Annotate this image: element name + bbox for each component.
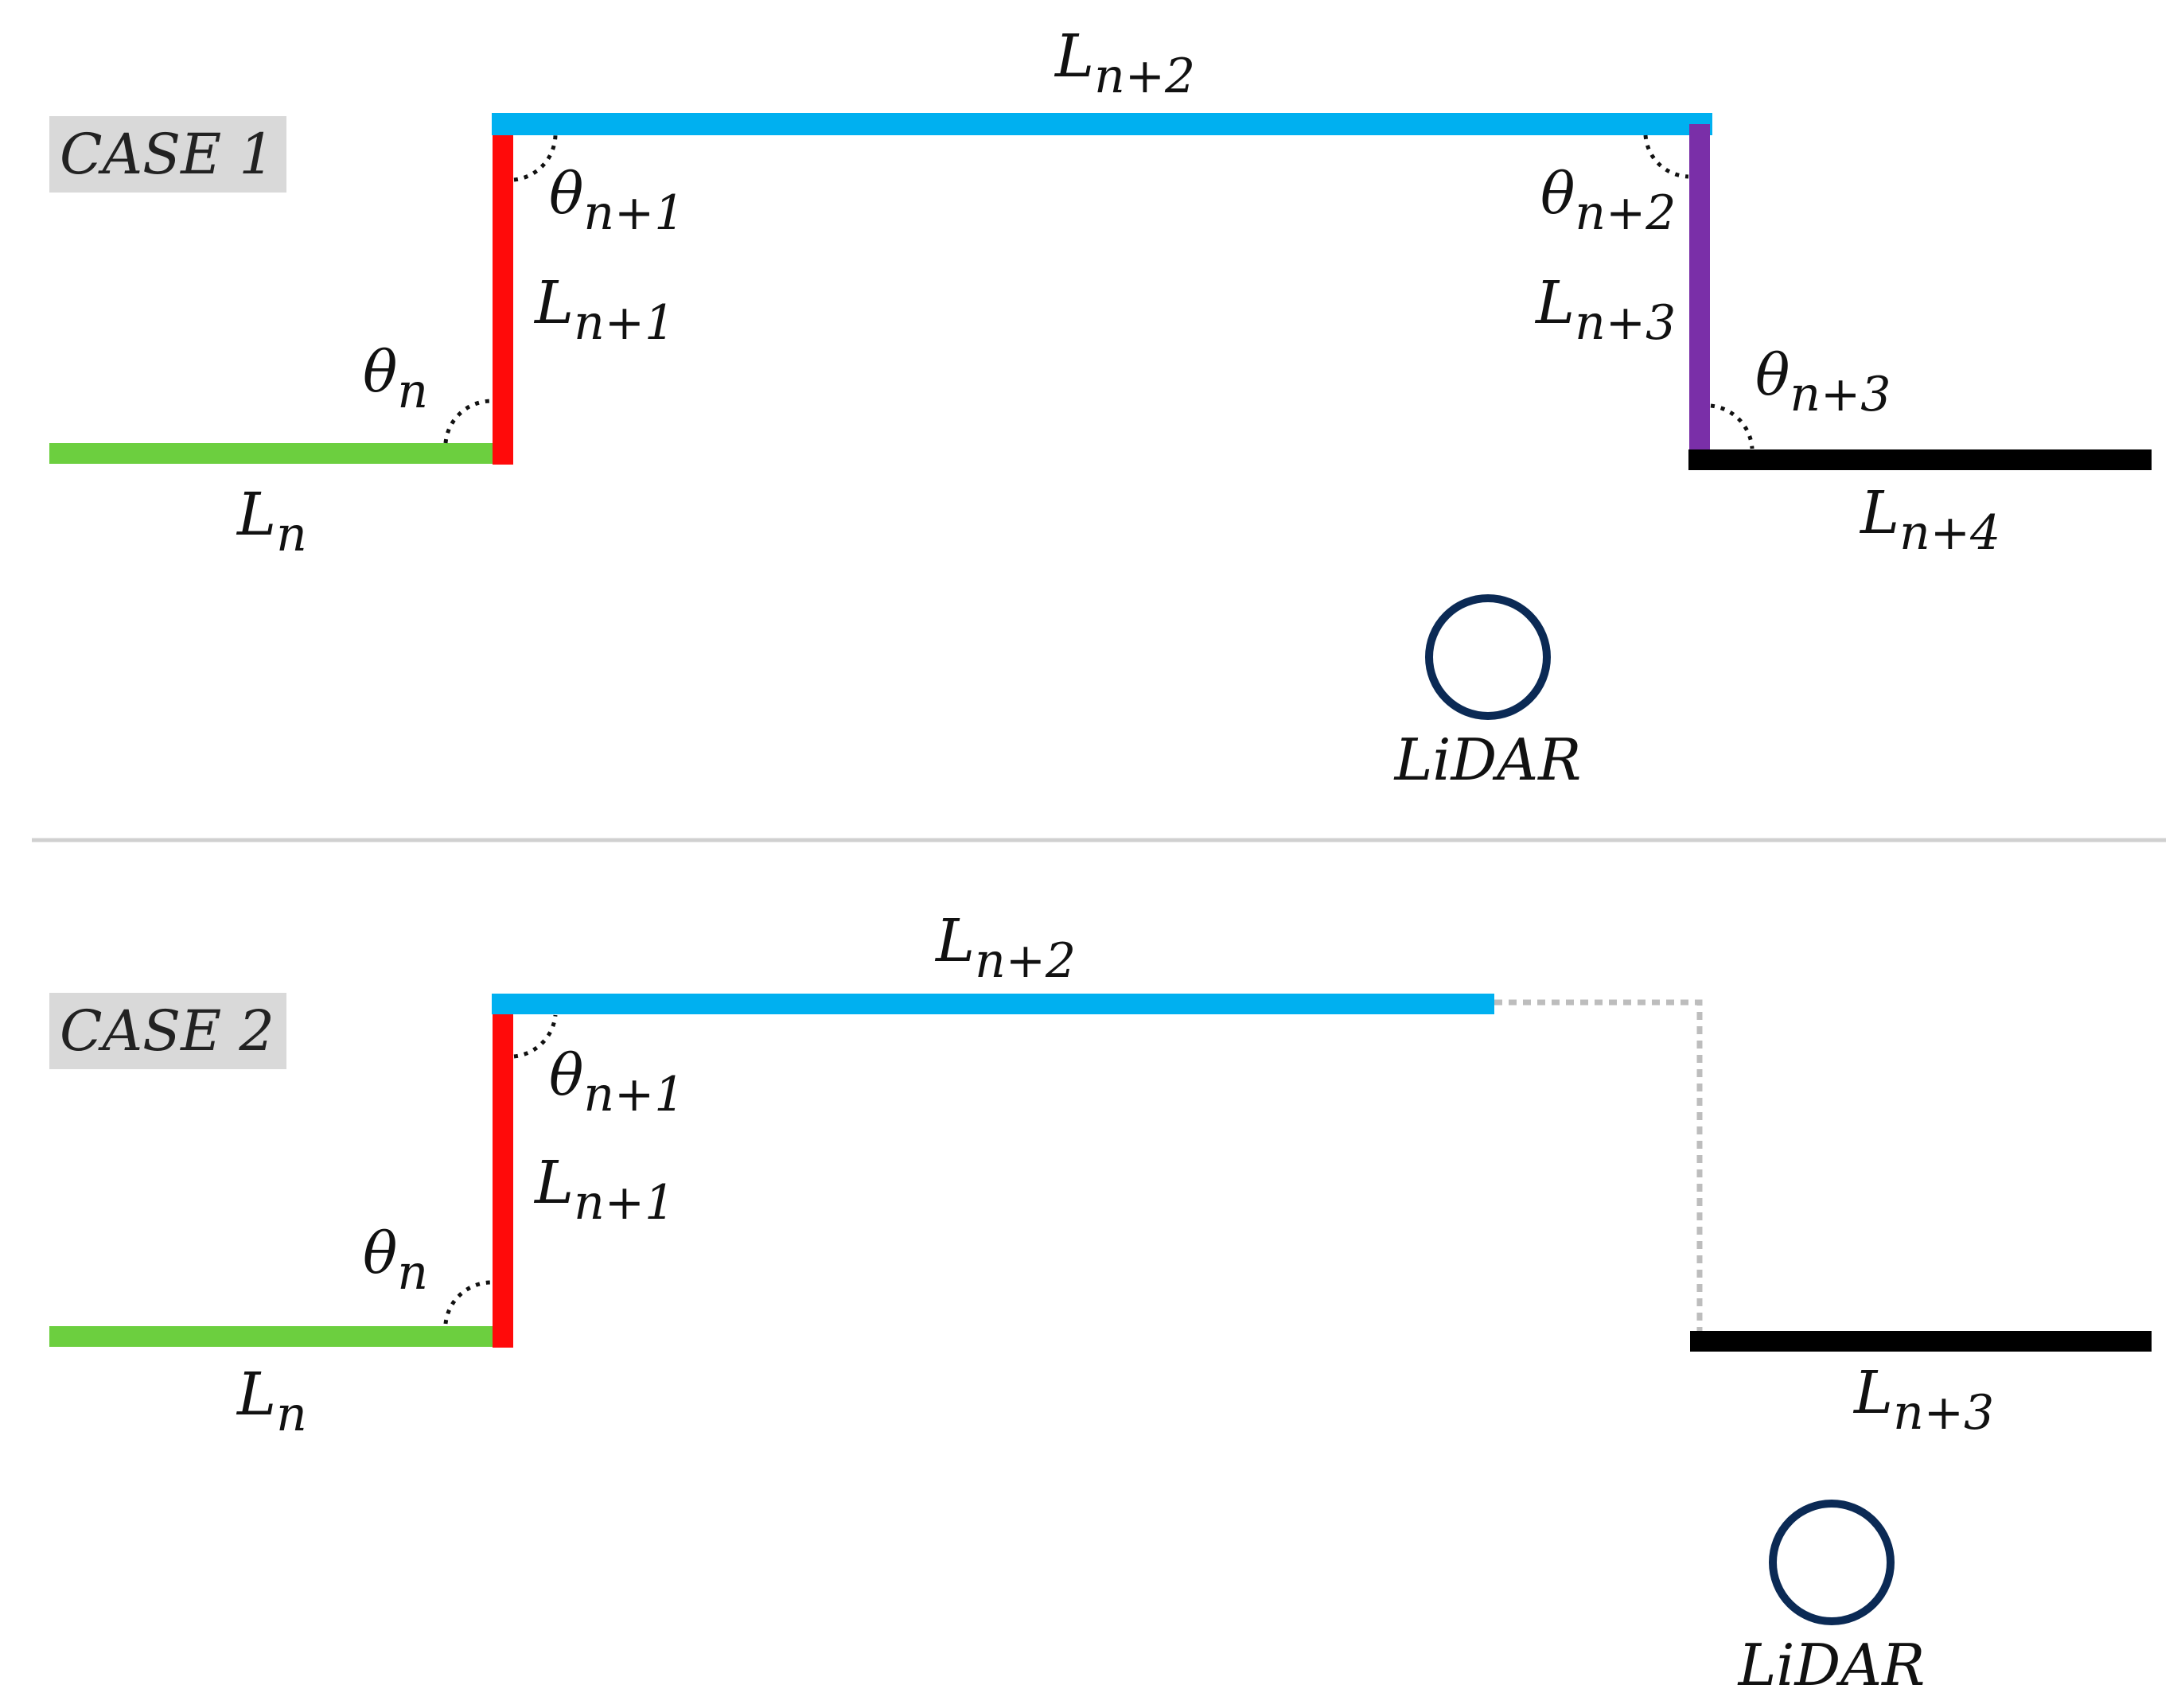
case2-angle-arc-tn1 [513,1014,558,1059]
case2-lidar-icon [1769,1500,1895,1625]
case1-lidar-icon [1425,594,1551,720]
case1-angle-arc-tn2 [1643,134,1689,179]
case1-label-ln: Ln [236,480,307,562]
case1-label-ln2: Ln+2 [1054,22,1195,104]
case2-angle-arc-tn [443,1280,493,1325]
case2-panel: CASE 2 Ln Ln+1 Ln+2 Ln+3 θn θn+1 [49,907,2152,1698]
case2-lidar-label: LiDAR [1737,1632,1926,1698]
case2-label-tn: θn [363,1220,428,1301]
case1-angle-arc-tn1 [513,134,558,182]
case2-label-box [49,993,286,1069]
case2-missing-segment-outline [1494,999,1703,1333]
case2-label-ln: Ln [236,1360,307,1442]
case2-label-ln1: Ln+1 [533,1149,675,1231]
case2-label-ln3: Ln+3 [1852,1359,1994,1441]
case1-panel: CASE 1 Ln Ln+1 Ln+2 Ln+3 Ln+4 θn [49,22,2152,793]
case1-label-box [49,116,286,193]
case2-label-tn1: θn+1 [549,1041,684,1122]
case1-label-tn1: θn+1 [549,160,684,241]
case1-label-tn3: θn+3 [1755,341,1891,422]
case1-label-tn: θn [363,338,428,419]
case1-angle-arc-tn [443,399,493,444]
case2-label: CASE 2 [60,998,275,1064]
case1-label-ln1: Ln+1 [533,269,675,351]
case2-label-ln2: Ln+2 [934,907,1076,989]
case1-angle-arc-tn3 [1710,403,1755,449]
case1-label-ln3: Ln+3 [1534,269,1676,351]
case1-label: CASE 1 [60,122,275,187]
case1-label-ln4: Ln+4 [1859,479,2000,561]
case1-label-tn2: θn+2 [1540,160,1676,241]
case1-lidar-label: LiDAR [1393,726,1582,793]
